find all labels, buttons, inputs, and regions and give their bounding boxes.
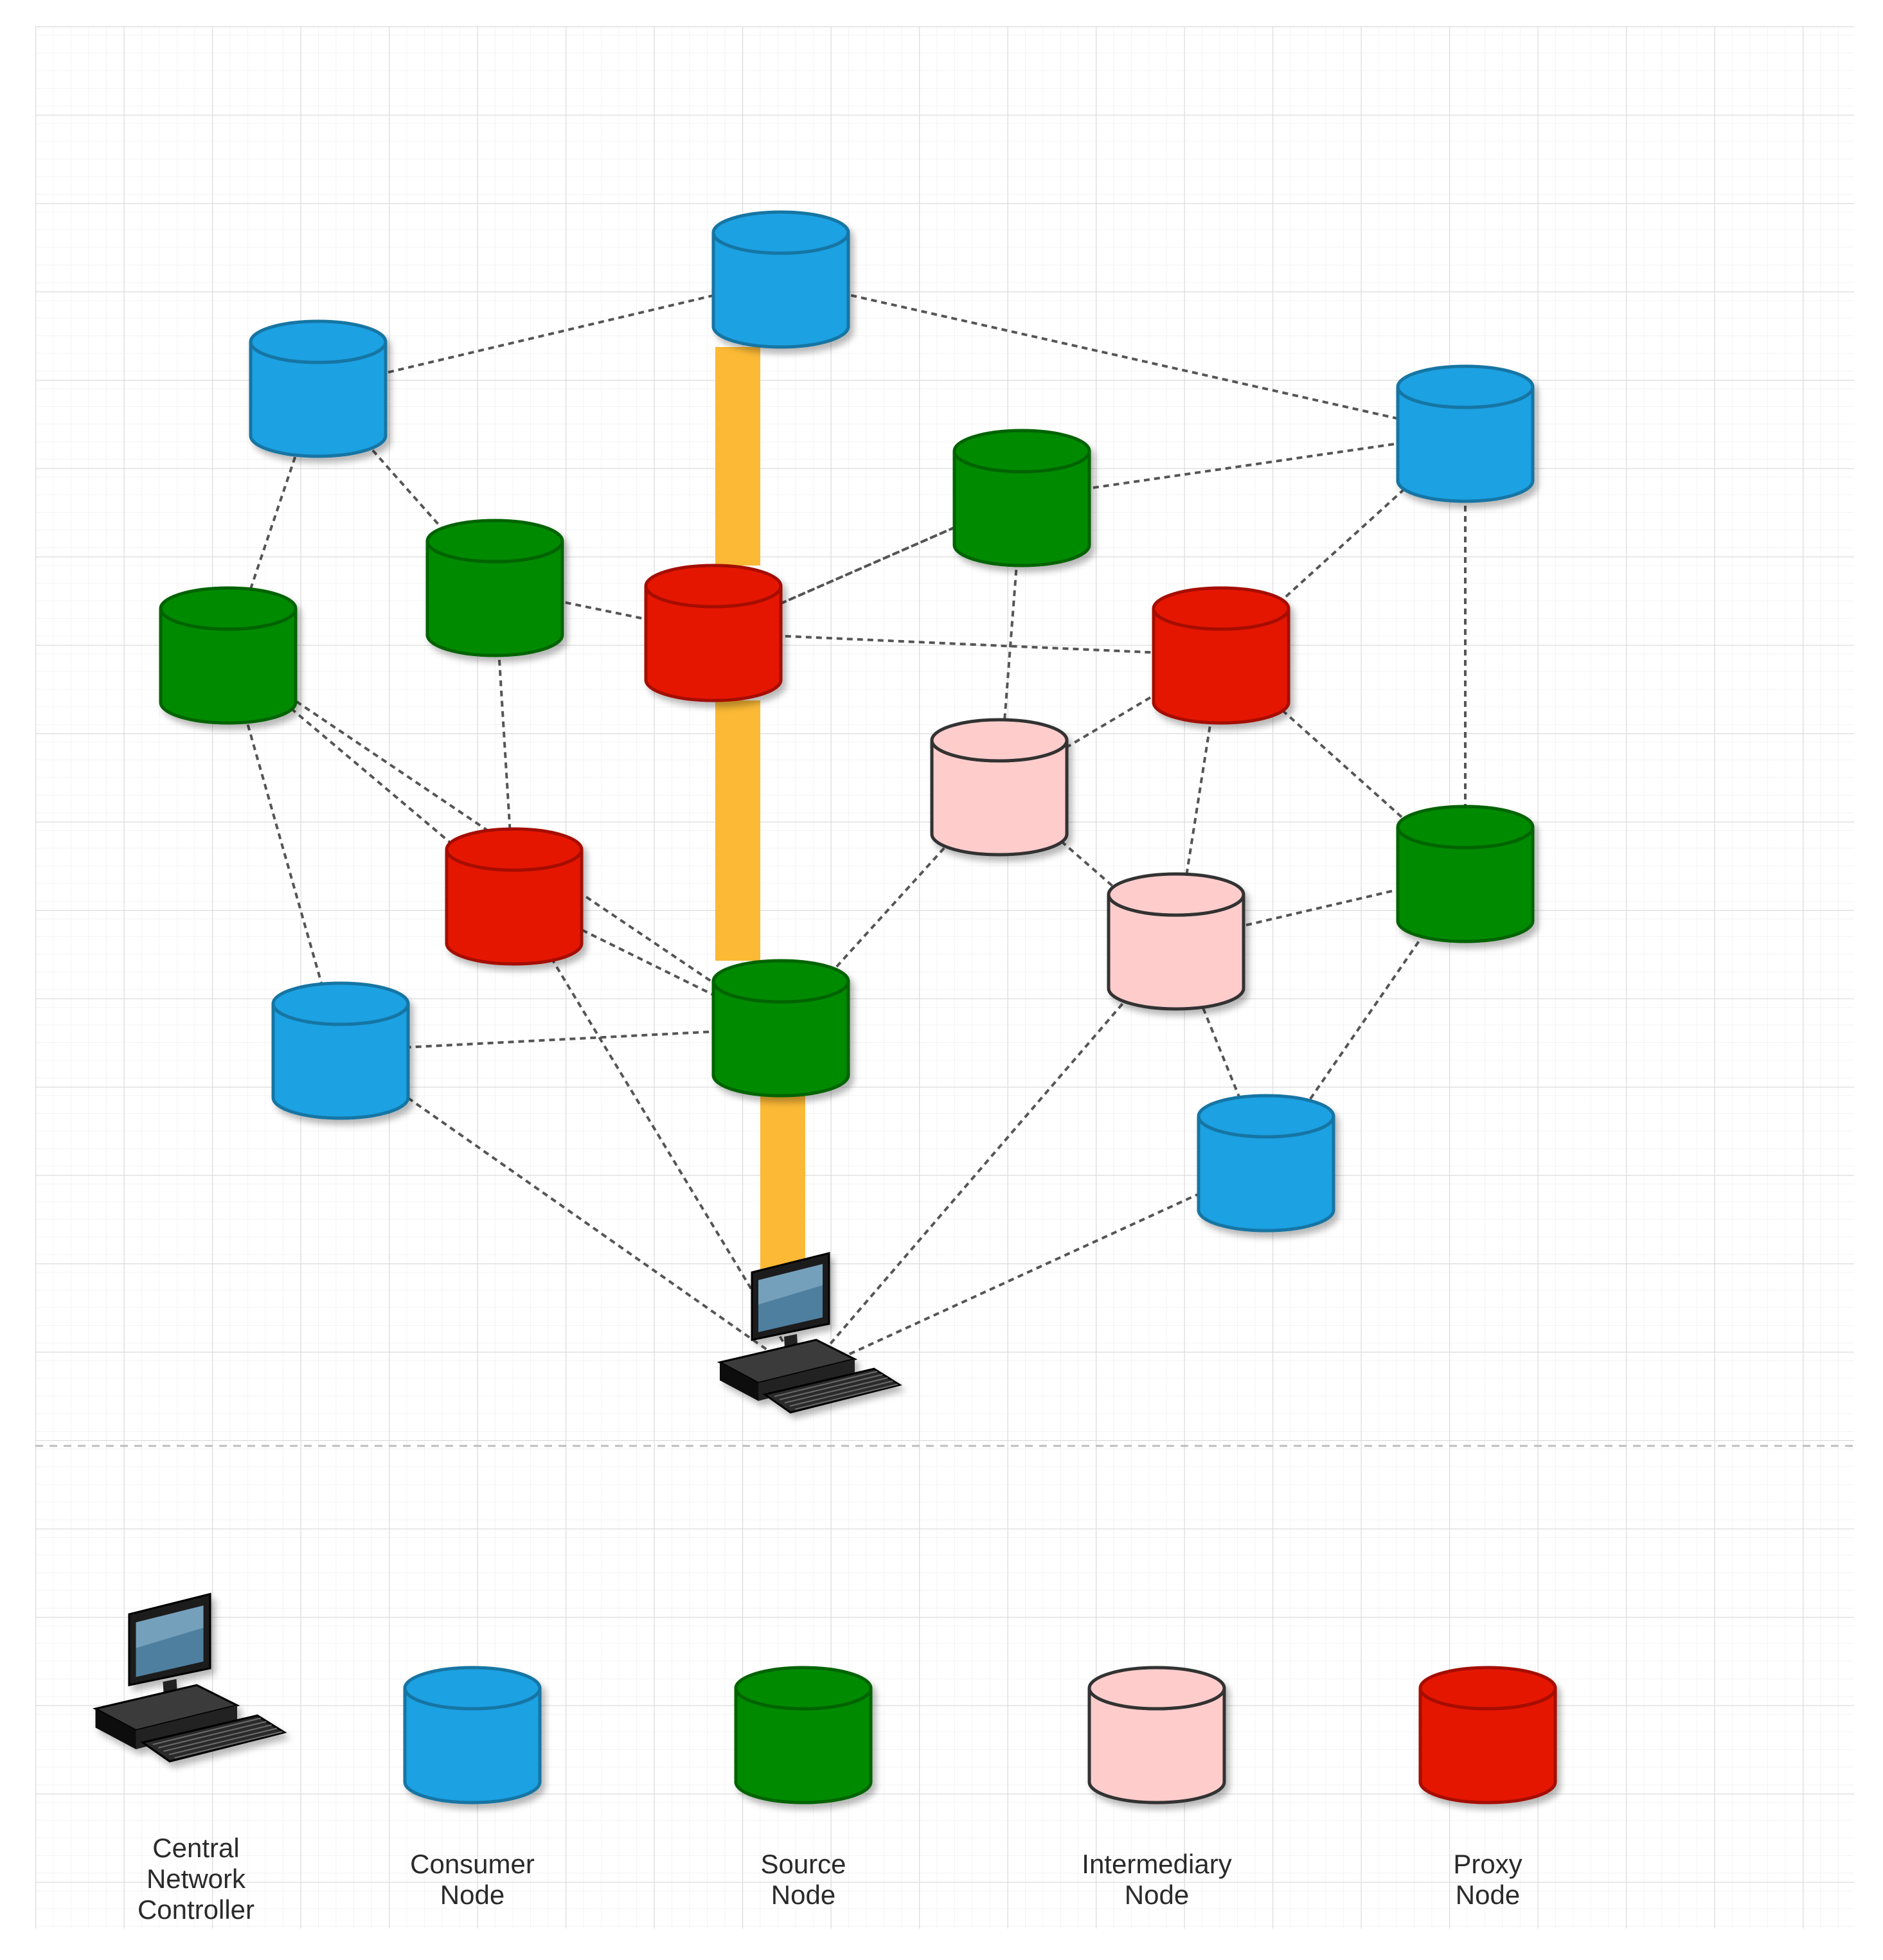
source-node-s3 bbox=[425, 519, 564, 657]
legend-label-line: Central bbox=[152, 1833, 239, 1863]
legend-proxy-icon bbox=[1418, 1666, 1557, 1804]
link-c2-c3 bbox=[780, 278, 1466, 435]
legend-label-line: Consumer bbox=[410, 1849, 535, 1879]
proxy-node-p2 bbox=[445, 827, 584, 966]
legend-label-line: Node bbox=[440, 1880, 504, 1910]
legend-source-icon bbox=[734, 1666, 873, 1804]
consumer-node-c1 bbox=[249, 319, 388, 458]
link-s1-c3 bbox=[1021, 432, 1466, 499]
consumer-node-c3 bbox=[1396, 364, 1535, 503]
link-s4-c4 bbox=[340, 1027, 781, 1052]
legend-label-line: Node bbox=[1456, 1880, 1520, 1910]
link-p1-p3 bbox=[713, 632, 1222, 657]
central-controller-icon bbox=[717, 1252, 902, 1414]
link-c1-c2 bbox=[317, 278, 781, 390]
legend-label-line: Controller bbox=[138, 1894, 254, 1925]
intermediary-node-i1 bbox=[930, 718, 1069, 857]
link-c5-controller bbox=[803, 1162, 1267, 1376]
legend-label-line: Source bbox=[760, 1849, 846, 1879]
legend-label-line: Node bbox=[1125, 1880, 1189, 1910]
legend-label-line: Network bbox=[147, 1864, 246, 1894]
link-i2-controller bbox=[802, 940, 1177, 1376]
legend-label-line: Proxy bbox=[1453, 1849, 1522, 1879]
legend-intermediary-icon bbox=[1087, 1666, 1226, 1804]
intermediary-node-i2 bbox=[1107, 872, 1245, 1011]
network-nodes bbox=[159, 210, 1535, 1414]
legend-consumer-icon bbox=[403, 1666, 542, 1804]
legend-label-line: Node bbox=[771, 1880, 835, 1910]
source-node-s4 bbox=[711, 959, 850, 1098]
legend: CentralNetworkControllerConsumerNodeSour… bbox=[93, 1592, 1557, 1925]
highlighted-path bbox=[715, 347, 805, 1292]
source-node-s2 bbox=[159, 586, 298, 725]
source-node-s1 bbox=[952, 429, 1091, 567]
consumer-node-c4 bbox=[271, 981, 410, 1120]
source-node-s5 bbox=[1396, 805, 1535, 943]
proxy-node-p3 bbox=[1152, 586, 1290, 725]
grid-background bbox=[35, 26, 1854, 1929]
consumer-node-c5 bbox=[1197, 1094, 1335, 1233]
link-c4-controller bbox=[339, 1049, 805, 1376]
proxy-node-p1 bbox=[644, 564, 783, 702]
consumer-node-c2 bbox=[711, 210, 850, 349]
legend-controller-icon bbox=[93, 1592, 287, 1763]
legend-label-line: Intermediary bbox=[1082, 1849, 1231, 1879]
